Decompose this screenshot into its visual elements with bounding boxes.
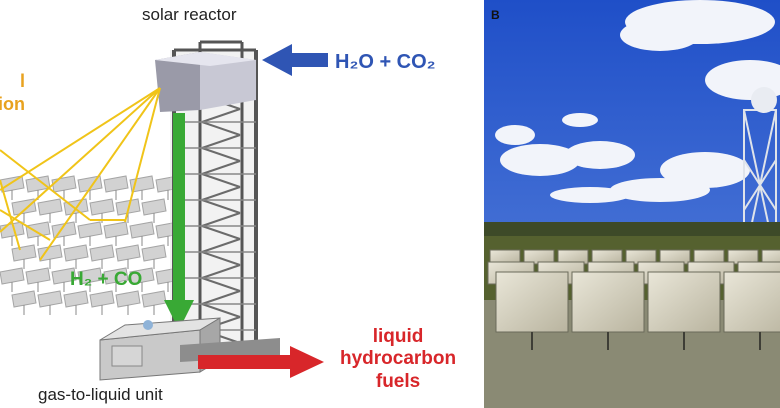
gas-to-liquid-label: gas-to-liquid unit xyxy=(38,385,163,404)
heliostat xyxy=(11,198,37,216)
gas-to-liquid-unit-box xyxy=(99,317,280,381)
liquid-fuels-line-3: fuels xyxy=(375,370,421,392)
heliostat xyxy=(103,175,129,193)
heliostat xyxy=(89,290,115,308)
stair-flight xyxy=(201,173,241,188)
liquid-fuels-label: liquid hydrocarbon fuels xyxy=(340,326,456,393)
heliostat-field xyxy=(0,175,181,315)
stair-flight xyxy=(201,225,241,240)
heliostat xyxy=(129,221,155,239)
stair-flight xyxy=(201,212,241,227)
heliostat xyxy=(77,267,103,285)
heliostat xyxy=(141,290,167,308)
stair-flight xyxy=(201,147,241,162)
heliostat xyxy=(51,175,77,193)
photo-heliostat xyxy=(723,271,780,333)
heliostat xyxy=(63,290,89,308)
h2-co-label: H₂ + CO xyxy=(70,269,143,290)
stair-flight xyxy=(201,277,241,292)
liquid-fuels-line-1: liquid xyxy=(372,326,424,347)
heliostat xyxy=(37,198,63,216)
stair-flight xyxy=(201,264,241,279)
concentrated-radiation-line-1: l xyxy=(19,71,25,91)
stair-flight xyxy=(201,160,241,175)
clouds xyxy=(495,0,780,203)
stair-flight xyxy=(201,290,241,305)
heliostat xyxy=(11,290,37,308)
stair-flight xyxy=(201,303,241,318)
heliostat xyxy=(51,267,77,285)
photo-heliostat xyxy=(495,271,569,333)
heliostat xyxy=(115,290,141,308)
heliostat xyxy=(0,267,25,285)
panel-b-photo xyxy=(484,0,780,408)
heliostat xyxy=(25,221,51,239)
solar-reactor-box xyxy=(155,52,256,112)
heliostat xyxy=(129,267,155,285)
photo-heliostat xyxy=(571,271,645,333)
heliostat xyxy=(37,290,63,308)
heliostat xyxy=(103,267,129,285)
feed-arrow xyxy=(262,44,328,76)
heliostat xyxy=(37,244,63,262)
stair-flight xyxy=(201,121,241,136)
h2o-co2-label: H₂O + CO₂ xyxy=(335,51,436,73)
solar-reactor-label: solar reactor xyxy=(142,5,237,24)
photo-heliostat xyxy=(647,271,721,333)
liquid-fuels-line-2: hydrocarbon xyxy=(340,348,457,370)
heliostat xyxy=(77,221,103,239)
stair-flight xyxy=(201,186,241,201)
stair-flight xyxy=(201,108,241,123)
heliostat xyxy=(141,244,167,262)
stair-flight xyxy=(201,199,241,214)
stair-flight xyxy=(201,238,241,253)
heliostat xyxy=(11,244,37,262)
fuel-arrow xyxy=(198,346,324,378)
radiation-rays xyxy=(0,87,161,261)
heliostat xyxy=(103,221,129,239)
syngas-arrow xyxy=(164,113,194,330)
stair-flight xyxy=(201,251,241,266)
concentrated-radiation-label: l ion xyxy=(0,70,25,115)
stair-flight xyxy=(201,134,241,149)
panel-b-label: B xyxy=(491,8,500,22)
concentrated-radiation-line-2: ion xyxy=(0,93,25,114)
heliostat xyxy=(115,244,141,262)
heliostat xyxy=(25,267,51,285)
heliostat xyxy=(89,198,115,216)
photo-heliostats xyxy=(487,249,780,350)
heliostat xyxy=(89,244,115,262)
heliostat xyxy=(63,244,89,262)
heliostat xyxy=(141,198,167,216)
